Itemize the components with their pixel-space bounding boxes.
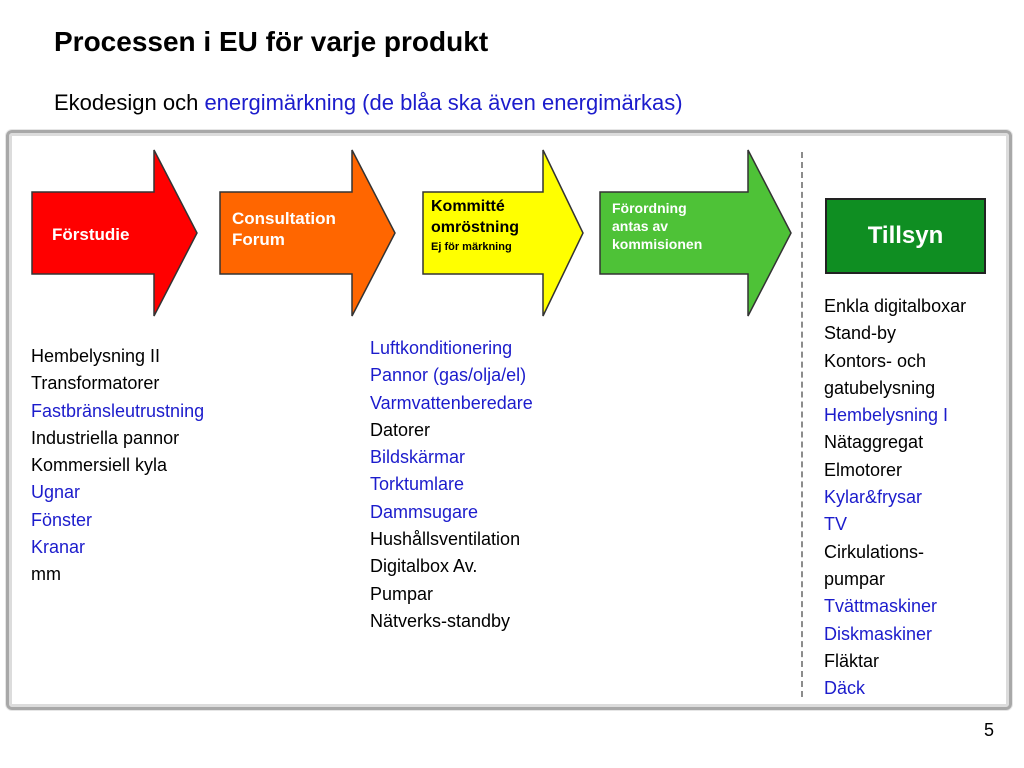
list-item: Luftkonditionering (370, 338, 513, 358)
step-tillsyn-box: Tillsyn (825, 198, 986, 274)
list-item: Tvättmaskiner (824, 596, 938, 617)
list-item: Cirkulations- (824, 541, 925, 562)
list-item: Digitalbox Av. (370, 556, 478, 577)
list-item: Ugnar (31, 482, 81, 503)
list-item: Hushållsventilation (370, 529, 521, 550)
list-item: Hembelysning II (31, 346, 161, 366)
list-item: Kontors- och (824, 350, 927, 371)
list-item: Stand-by (824, 323, 897, 344)
list-item: Dammsugare (370, 501, 479, 522)
step-kommitte-note: Ej för märkning (431, 241, 512, 253)
subtitle-prefix: Ekodesign och (54, 90, 205, 115)
step-kommitte-line1: Kommitté (431, 198, 505, 215)
arrow-kommitte (422, 149, 584, 317)
arrow-forordning (599, 149, 792, 317)
step-forordning-line3: kommisionen (612, 236, 703, 252)
list-item: gatubelysning (824, 377, 936, 398)
step-tillsyn-label: Tillsyn (867, 222, 944, 249)
list-item: Nätverks-standby (370, 610, 511, 631)
process-frame (6, 130, 1012, 710)
step-kommitte-line2: omröstning (431, 219, 519, 236)
list-item: Hembelysning I (824, 405, 949, 426)
step-consultation-label: Consultation Forum (232, 208, 336, 250)
list-item: Elmotorer (824, 459, 903, 480)
step-consultation-line2: Forum (232, 230, 285, 249)
list-item: Datorer (370, 419, 431, 440)
list-item: pumpar (824, 568, 886, 589)
list-item: Torktumlare (370, 474, 465, 495)
arrow-consultation (219, 149, 396, 317)
list-item: Däck (824, 678, 866, 699)
arrow-forstudie (31, 149, 198, 317)
slide-subtitle: Ekodesign och energimärkning (de blåa sk… (54, 90, 683, 116)
list-item: mm (31, 564, 61, 585)
list-item: Fönster (31, 509, 93, 530)
list-item: Bildskärmar (370, 447, 466, 468)
list-item: Kylar&frysar (824, 487, 923, 508)
list-item: TV (824, 514, 848, 535)
list-item: Varmvattenberedare (370, 392, 533, 413)
slide-title: Processen i EU för varje produkt (54, 26, 489, 57)
step-forordning-label: Förordning antas av kommisionen (612, 199, 702, 253)
list-item: Kranar (31, 537, 86, 558)
list-item: Kommersiell kyla (31, 455, 168, 476)
dashed-divider (801, 152, 803, 697)
step-consultation-line1: Consultation (232, 209, 336, 228)
step-forordning-line2: antas av (612, 218, 669, 234)
list-item: Transformatorer (31, 373, 160, 394)
list-item: Fläktar (824, 650, 880, 671)
step-kommitte-label: Kommitté omröstning Ej för märkning (431, 196, 519, 255)
list-item: Enkla digitalboxar (824, 296, 967, 316)
list-item: Fastbränsleutrustning (31, 400, 205, 421)
list-item: Pannor (gas/olja/el) (370, 365, 527, 386)
subtitle-highlight: energimärkning (de blåa ska även energim… (204, 90, 683, 115)
list-item: Industriella pannor (31, 427, 180, 448)
step-forstudie-label: Förstudie (52, 225, 130, 244)
list-item: Pumpar (370, 583, 434, 604)
page-number: 5 (984, 720, 995, 740)
step-forordning-line1: Förordning (612, 200, 687, 216)
list-item: Diskmaskiner (824, 623, 933, 644)
list-item: Nätaggregat (824, 432, 924, 453)
